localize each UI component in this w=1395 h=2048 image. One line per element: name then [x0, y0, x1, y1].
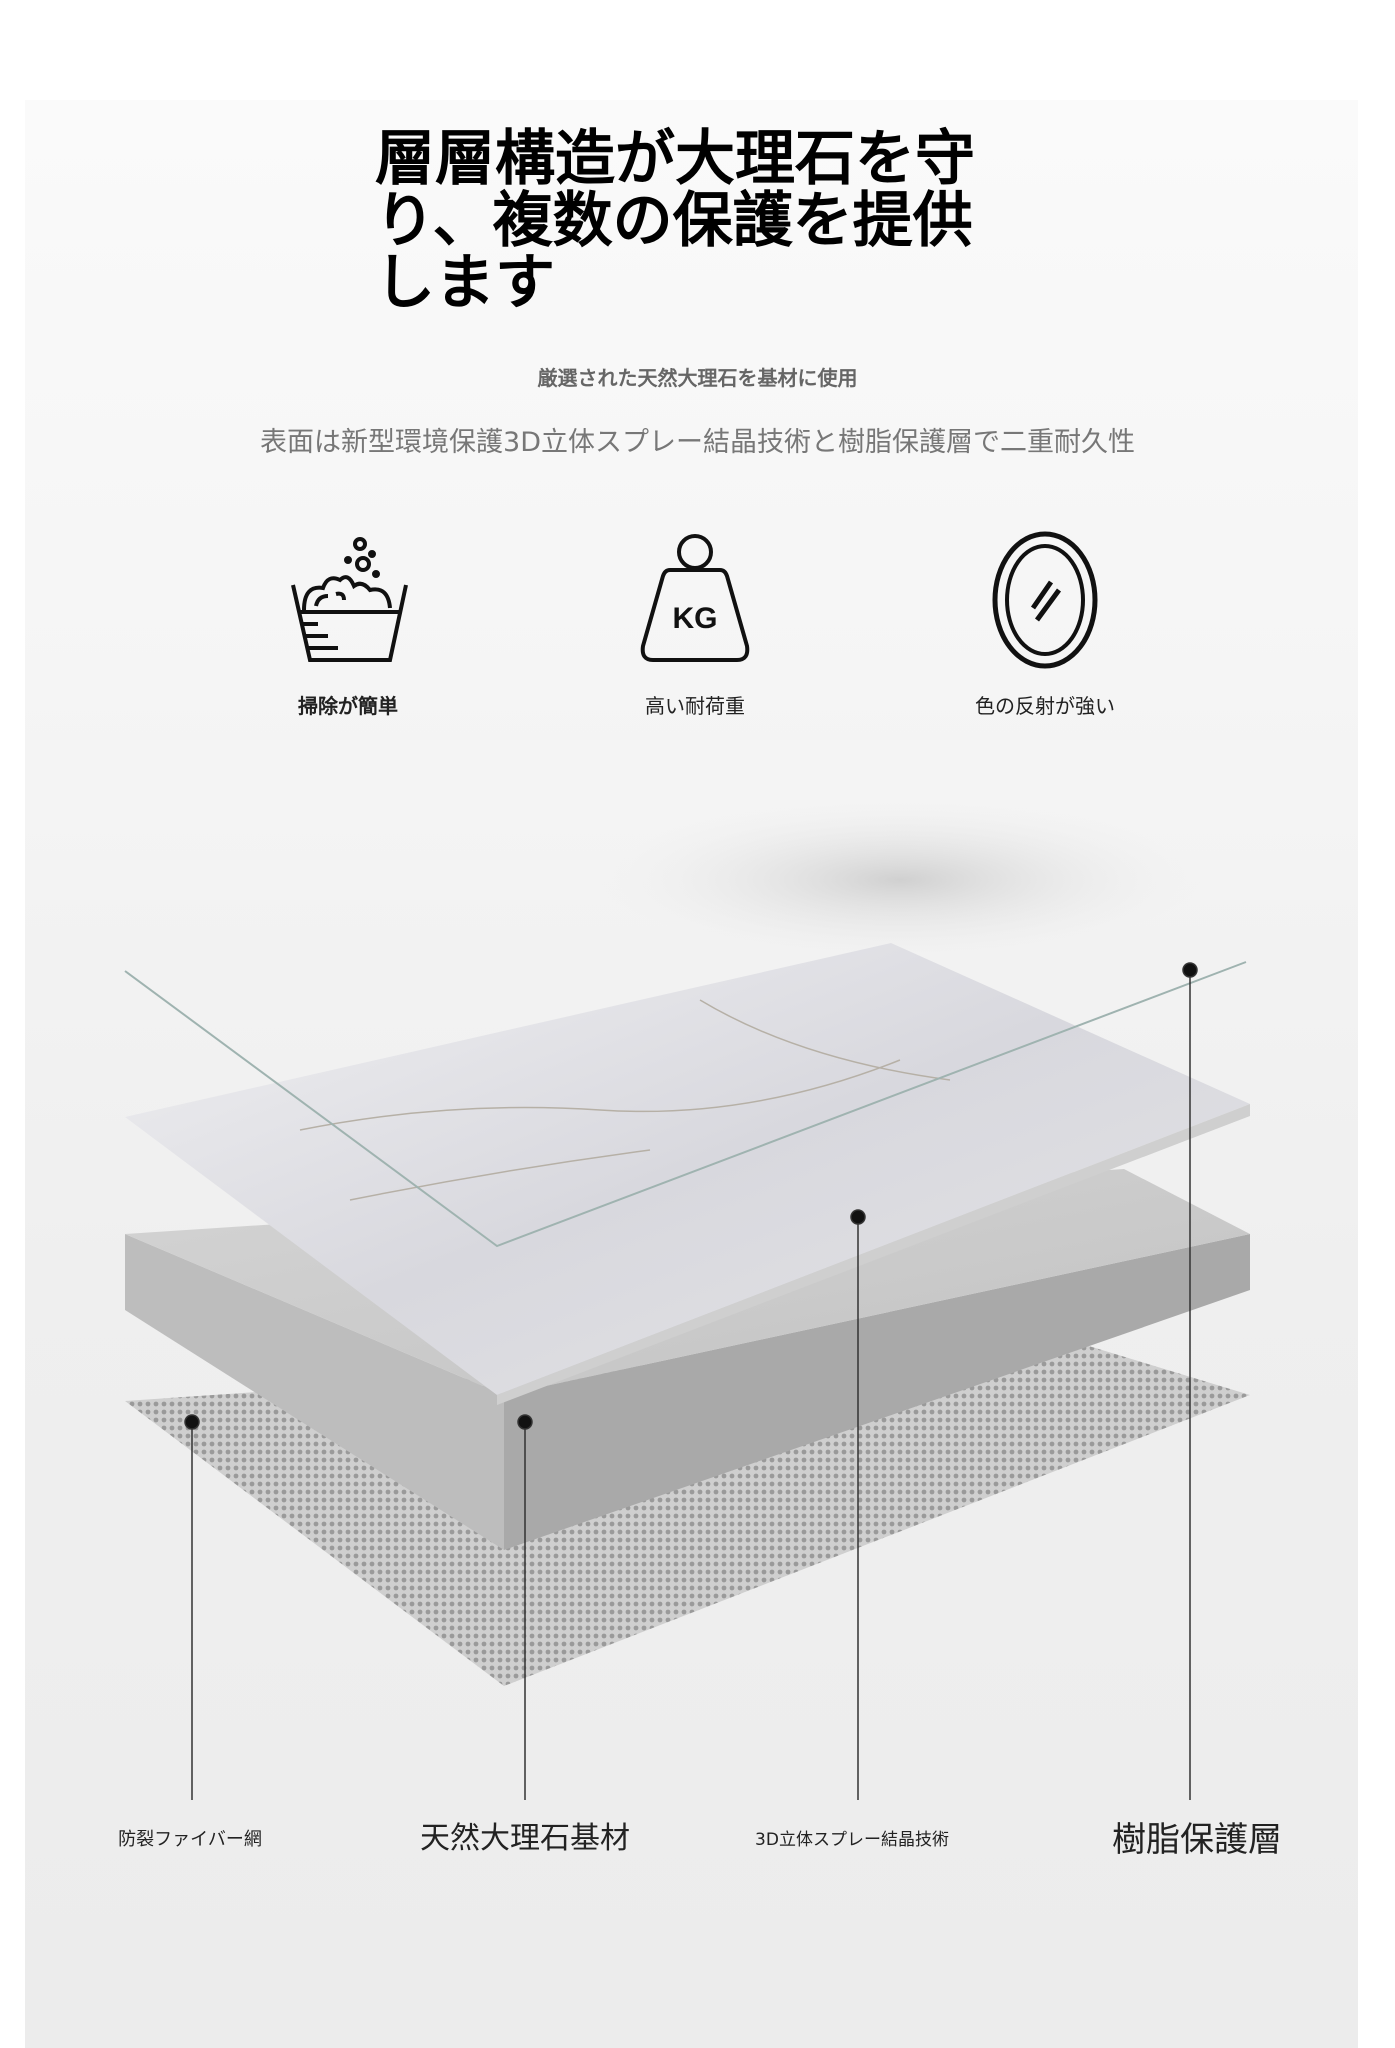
- title-line: 層層構造が大理石を守: [375, 124, 975, 194]
- marble-surface-layer: [125, 943, 1250, 1405]
- feature-label: 高い耐荷重: [645, 694, 745, 718]
- description: 表面は新型環境保護3D立体スプレー結晶技術と樹脂保護層で二重耐久性: [260, 427, 1135, 458]
- wash-basin-icon: [291, 537, 408, 662]
- svg-text:KG: KG: [673, 602, 718, 635]
- title-line: り、複数の保護を提供: [375, 186, 973, 256]
- leader-lines: [184, 962, 1198, 1800]
- kg-weight-icon: KG: [640, 534, 750, 662]
- mirror-icon: [992, 531, 1098, 669]
- feature-color-reflection: 色の反射が強い: [925, 530, 1165, 719]
- label-marble-base: 天然大理石基材: [420, 1821, 630, 1856]
- layer-diagram: [124, 800, 1250, 1800]
- feature-label: 掃除が簡単: [298, 694, 398, 718]
- subtitle: 厳選された天然大理石を基材に使用: [537, 366, 858, 390]
- label-spray-crystal: 3D立体スプレー結晶技術: [755, 1830, 949, 1850]
- page-title: 層層構造が大理石を守 り、複数の保護を提供 します: [375, 128, 975, 314]
- feature-load-capacity: KG 高い耐荷重: [575, 530, 815, 719]
- feature-easy-clean: 掃除が簡単: [228, 530, 468, 719]
- title-line: します: [375, 248, 555, 318]
- label-fiber-mesh: 防裂ファイバー網: [118, 1829, 262, 1850]
- feature-label: 色の反射が強い: [975, 694, 1115, 718]
- shadow: [600, 800, 1200, 960]
- label-resin-layer: 樹脂保護層: [1112, 1820, 1282, 1860]
- resin-protective-layer: [124, 961, 1247, 1248]
